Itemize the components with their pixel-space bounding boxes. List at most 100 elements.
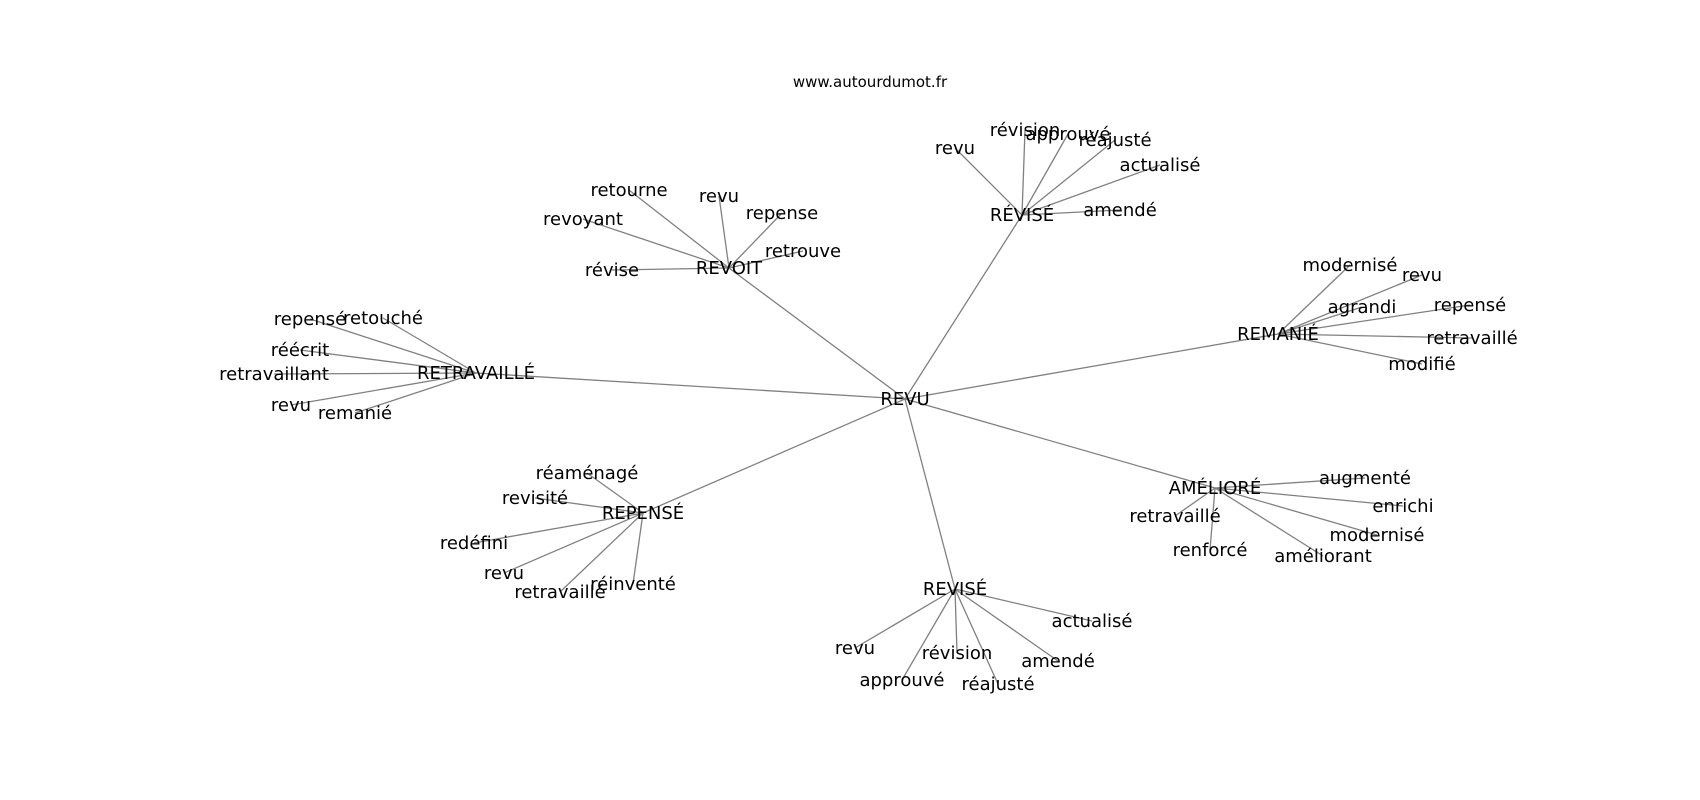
hub-node-label: RÉVISÉ <box>990 204 1054 226</box>
leaf-node-label: réinventé <box>590 574 676 595</box>
leaf-node-label: retravaillé <box>1129 506 1220 527</box>
edge-hub-to-leaf <box>559 512 644 593</box>
edge-hub-to-leaf <box>354 372 477 414</box>
leaf-node-label: revu <box>699 186 739 207</box>
edge-center-to-hub <box>904 333 1279 400</box>
edge-hub-to-leaf <box>954 588 999 685</box>
leaf-node-label: revu <box>484 563 524 584</box>
edge-hub-to-leaf <box>1277 274 1423 335</box>
edge-hub-to-leaf <box>854 588 956 649</box>
leaf-node-label: modernisé <box>1330 525 1425 546</box>
leaf-node-label: revu <box>935 138 975 159</box>
leaf-node-label: modernisé <box>1303 255 1398 276</box>
edge-hub-to-leaf <box>954 147 1023 216</box>
edge-hub-to-leaf <box>1214 487 1378 536</box>
edge-hub-to-leaf <box>1214 487 1324 557</box>
leaf-node-label: retravaillé <box>1426 328 1517 349</box>
edge-hub-to-leaf <box>1021 133 1069 216</box>
graph-labels: REVURÉVISÉrevurévisionapprouvéréajustéac… <box>219 120 1518 695</box>
leaf-node-label: retravaillé <box>514 582 605 603</box>
edge-hub-to-leaf <box>1214 477 1366 489</box>
leaf-node-label: agrandi <box>1328 297 1397 318</box>
leaf-node-label: enrichi <box>1372 496 1433 517</box>
edge-hub-to-leaf <box>1277 306 1363 335</box>
leaf-node-label: approuvé <box>859 670 944 691</box>
leaf-node-label: remanié <box>318 403 392 424</box>
edge-hub-to-leaf <box>1021 164 1161 216</box>
edge-hub-to-leaf <box>1277 304 1471 335</box>
edge-hub-to-leaf <box>728 250 804 269</box>
edge-hub-to-leaf <box>1174 487 1216 517</box>
edge-center-to-hub <box>642 398 906 514</box>
leaf-node-label: actualisé <box>1052 611 1133 632</box>
leaf-node-label: réécrit <box>271 340 330 361</box>
leaf-node-label: revu <box>835 638 875 659</box>
edge-hub-to-leaf <box>718 195 730 269</box>
leaf-node-label: retrouve <box>765 241 841 262</box>
leaf-node-label: repensé <box>274 309 346 330</box>
leaf-node-label: approuvé <box>1025 124 1110 145</box>
edge-hub-to-leaf <box>954 588 1059 662</box>
hub-node-label: REVOIT <box>696 258 763 279</box>
edge-hub-to-leaf <box>1277 333 1473 339</box>
edge-hub-to-leaf <box>1214 487 1404 507</box>
leaf-node-label: renforcé <box>1173 540 1248 561</box>
leaf-node-label: redéfini <box>440 533 508 554</box>
leaf-node-label: réajusté <box>1078 130 1151 151</box>
edge-center-to-hub <box>728 267 906 400</box>
edge-hub-to-leaf <box>1277 264 1351 335</box>
edge-hub-to-leaf <box>1209 487 1216 551</box>
leaf-node-label: modifié <box>1388 354 1455 375</box>
leaf-node-label: amendé <box>1021 651 1095 672</box>
leaf-node-label: réaménagé <box>536 463 639 484</box>
edge-hub-to-leaf <box>954 588 958 654</box>
leaf-node-label: réajusté <box>961 674 1034 695</box>
edge-center-to-hub <box>904 398 1216 489</box>
leaf-node-label: améliorant <box>1274 546 1372 567</box>
leaf-node-label: augmenté <box>1319 468 1411 489</box>
edge-hub-to-leaf <box>503 512 644 574</box>
edge-hub-to-leaf <box>290 372 477 406</box>
hub-node-label: AMÉLIORÉ <box>1169 477 1262 499</box>
graph-edges <box>273 129 1473 685</box>
edge-hub-to-leaf <box>382 317 477 374</box>
edge-hub-to-leaf <box>1021 209 1121 216</box>
leaf-node-label: actualisé <box>1120 155 1201 176</box>
edge-hub-to-leaf <box>728 212 783 269</box>
hub-node-label: REMANIÉ <box>1237 323 1319 345</box>
edge-hub-to-leaf <box>273 372 477 375</box>
edge-hub-to-leaf <box>628 189 730 269</box>
edge-hub-to-leaf <box>586 472 644 514</box>
edge-hub-to-leaf <box>1021 139 1116 216</box>
leaf-node-label: révision <box>922 643 993 664</box>
leaf-node-label: amendé <box>1083 200 1157 221</box>
leaf-node-label: retravaillant <box>219 364 329 385</box>
edge-hub-to-leaf <box>309 318 477 374</box>
edge-hub-to-leaf <box>901 588 956 681</box>
edge-hub-to-leaf <box>632 512 644 585</box>
source-watermark: www.autourdumot.fr <box>792 73 948 91</box>
center-node-label: REVU <box>880 389 929 410</box>
edge-hub-to-leaf <box>1277 333 1423 365</box>
leaf-node-label: retouché <box>343 308 423 329</box>
leaf-node-label: retourne <box>590 180 667 201</box>
edge-hub-to-leaf <box>473 512 644 544</box>
leaf-node-label: revu <box>1402 265 1442 286</box>
hub-node-label: REPENSÉ <box>602 502 684 524</box>
edge-center-to-hub <box>904 214 1023 400</box>
leaf-node-label: revoyant <box>543 209 623 230</box>
edge-hub-to-leaf <box>299 349 477 374</box>
edge-hub-to-leaf <box>1021 129 1026 216</box>
leaf-node-label: revu <box>271 395 311 416</box>
leaf-node-label: révise <box>585 260 639 281</box>
leaf-node-label: repense <box>746 203 818 224</box>
edge-hub-to-leaf <box>611 267 730 271</box>
leaf-node-label: révision <box>990 120 1061 141</box>
edge-hub-to-leaf <box>582 218 730 269</box>
edge-center-to-hub <box>904 398 956 590</box>
hub-node-label: RETRAVAILLÉ <box>417 362 535 384</box>
edge-hub-to-leaf <box>954 588 1093 622</box>
edge-center-to-hub <box>475 372 906 400</box>
edge-hub-to-leaf <box>534 497 644 514</box>
